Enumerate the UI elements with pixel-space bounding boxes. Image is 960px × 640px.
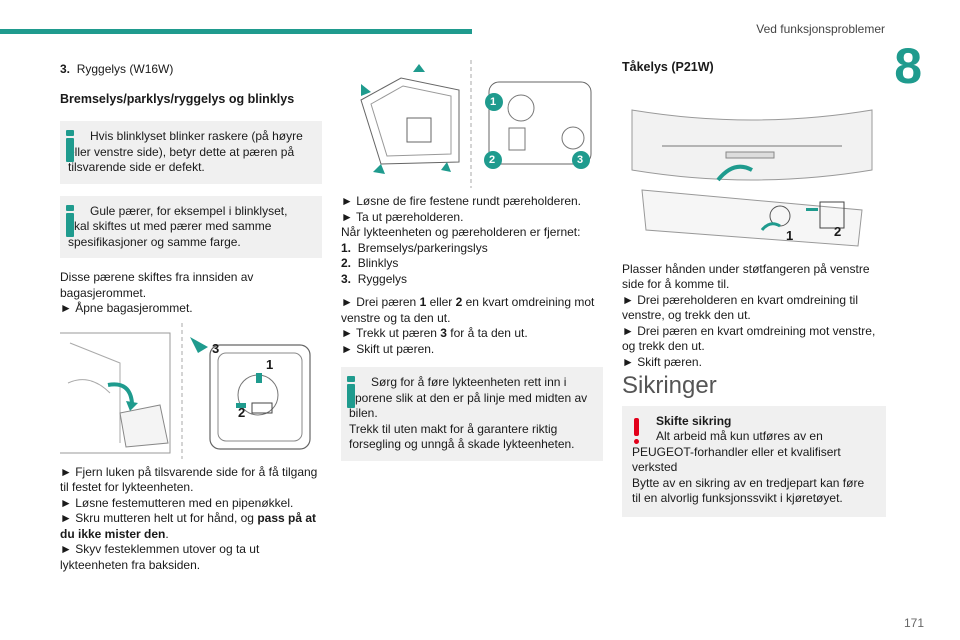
step: ► Ta ut pæreholderen. [341,209,464,224]
list-item: 3. Ryggelys [341,271,408,286]
step: ► Drei pæren en kvart omdreining mot ven… [622,323,876,354]
step: ► Løsne de fire festene rundt pæreholder… [341,194,582,208]
column-left: 3. Ryggelys (W16W) Bremselys/parklys/ryg… [60,62,322,579]
warning-title: Skifte sikring [656,413,732,428]
figure-label: 1 [266,356,274,372]
section-heading: Bremselys/parklys/ryggelys og blinklys [60,91,295,106]
figure-label: 2 [834,223,842,239]
trunk-illustration [60,322,311,459]
warning-text: Alt arbeid må kun utføres av en PEUGEOT-… [632,429,865,505]
list-item-ryggelys: 3. Ryggelys (W16W) [60,62,174,76]
figure-trunk-access: 3 1 2 [60,322,322,459]
fog-light-illustration [631,108,873,247]
info-icon [347,376,357,410]
step: ► Åpne bagasjerommet. [60,301,193,315]
list-item: 1. Bremselys/parkeringslys [341,240,488,255]
info-icon [66,130,76,164]
figure-label: 1 [490,96,497,108]
warning-note: Skifte sikring Alt arbeid må kun utføres… [622,405,886,517]
figure-label: 2 [489,154,496,166]
step: ► Skift ut pæren. [341,341,435,356]
paragraph: Disse pærene skiftes fra innsiden av bag… [60,270,254,300]
step: ► Løsne festemutteren med en pipenøkkel. [60,495,294,510]
step: ► Skru mutteren helt ut for hånd, og pas… [60,511,317,541]
figure-label: 1 [786,227,794,243]
figure-bulb-holder: 1 2 3 [341,60,603,188]
header-title: Ved funksjonsproblemer [756,22,885,36]
column-middle: 1 2 3 ► Løsne de fire festene rundt pære… [341,60,603,473]
column-right: Tåkelys (P21W) 1 2 Plasser hånden under … [622,58,886,529]
paragraph: Plasser hånden under støtfangeren på ven… [622,261,870,292]
step: ► Trekk ut pæren 3 for å ta den ut. [341,326,528,340]
list-item: 2. Blinklys [341,256,399,270]
info-note: Sørg for å føre lykteenheten rett inn i … [341,367,603,461]
info-icon [66,204,76,239]
info-note: Hvis blinklyset blinker raskere (på høyr… [60,121,322,184]
section-heading: Tåkelys (P21W) [622,60,714,74]
section-title: Sikringer [622,372,717,399]
header-accent-bar [0,29,472,34]
bulb-holder-illustration [360,60,592,188]
step: ► Drei pæren 1 eller 2 en kvart omdreini… [341,295,595,325]
bulb-list: 1. Bremselys/parkeringslys 2. Blinklys 3… [341,241,603,288]
figure-label: 2 [238,404,246,420]
figure-label: 3 [577,154,584,166]
paragraph: Når lykteenheten og pæreholderen er fjer… [341,225,581,239]
warning-icon [632,417,640,444]
figure-label: 3 [212,340,220,356]
figure-fog-light: 1 2 [622,89,886,250]
step: ► Drei pæreholderen en kvart omdreining … [622,292,858,323]
step: ► Skyv festeklemmen utover og ta ut lykt… [60,542,260,572]
chapter-number: 8 [894,38,922,94]
step: ► Skift pæren. [622,354,702,369]
info-note: Gule pærer, for eksempel i blinklyset, s… [60,195,322,258]
step: ► Fjern luken på tilsvarende side for å … [60,464,318,495]
page-number: 171 [903,616,924,630]
